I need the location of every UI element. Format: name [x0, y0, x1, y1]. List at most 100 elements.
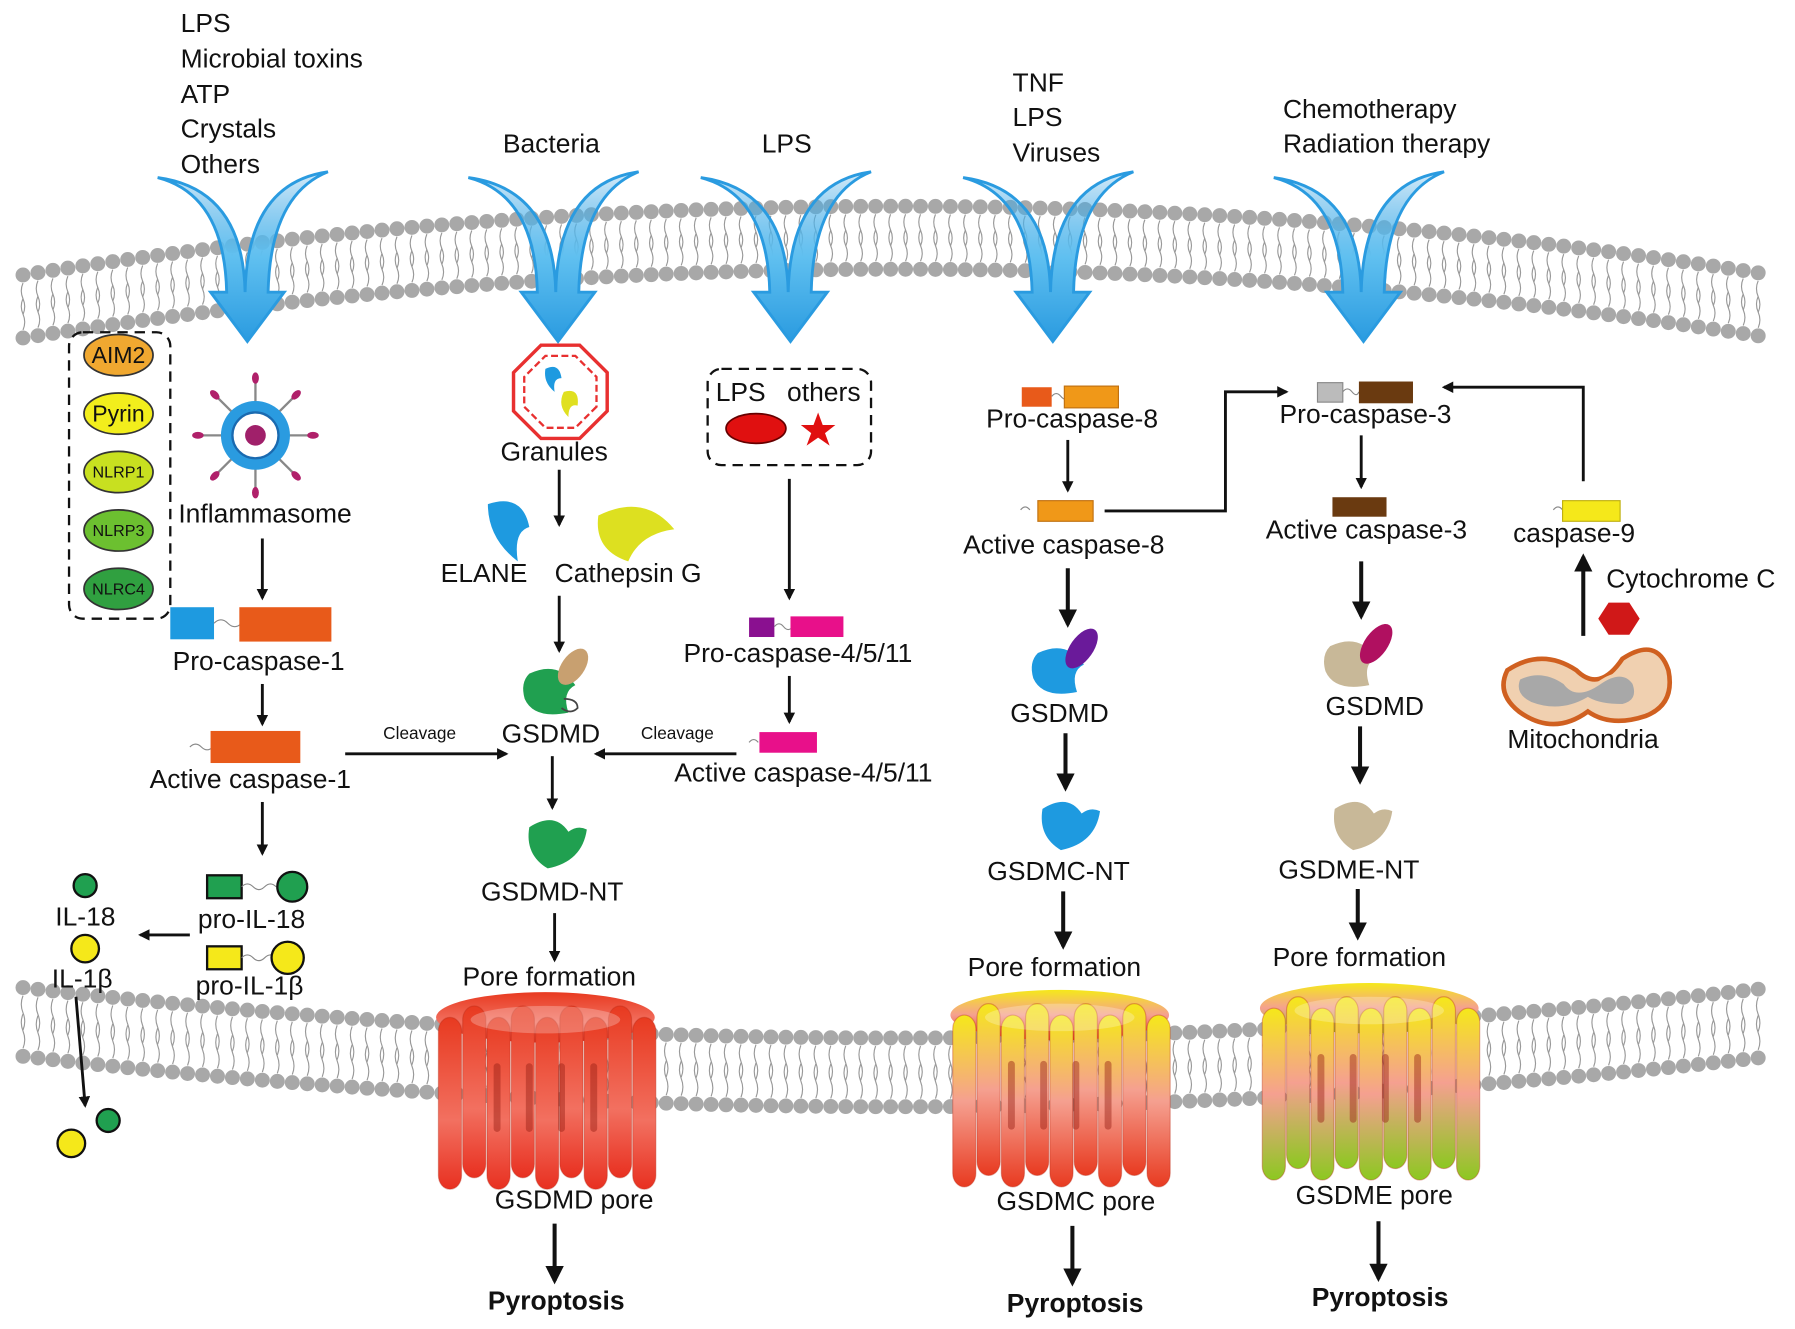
pro-il18-label: pro-IL-18 — [198, 904, 305, 934]
lipid-bilayer — [15, 198, 1766, 346]
sensor-pyrin: Pyrin — [83, 392, 154, 436]
mitochondria-label: Mitochondria — [1507, 724, 1659, 754]
intracellular-lps-label: LPS — [716, 377, 766, 407]
gsdmd-casp8-icon — [1031, 628, 1098, 694]
gsdmd-pore-label: GSDMD pore — [495, 1185, 654, 1215]
released-il1b-icon — [56, 1128, 87, 1159]
stimulus-arrows — [157, 170, 1445, 344]
gsdmc-nt-icon — [1041, 801, 1101, 851]
caspase8-pathway: Pro-caspase-8 Active caspase-8 GSDMD GSD… — [950, 385, 1289, 1318]
cleavage-label-right: Cleavage — [641, 723, 714, 743]
active-casp4-label: Active caspase-4/5/11 — [674, 757, 932, 787]
gsdme-nt-icon — [1333, 801, 1393, 851]
gsdme-pore-icon — [1259, 983, 1481, 1181]
pro-casp8-label: Pro-caspase-8 — [986, 403, 1158, 433]
elane-label: ELANE — [441, 558, 528, 588]
stimulus-viruses: Viruses — [1013, 138, 1101, 168]
sensor-aim2: AIM2 — [83, 333, 154, 377]
il18-icon — [72, 873, 98, 899]
pro-il1b-label: pro-IL-1β — [196, 971, 304, 1001]
gsdmd-pore-formation-label: Pore formation — [463, 961, 636, 991]
stimulus-arrow-icon — [157, 170, 329, 344]
pro-casp3-label: Pro-caspase-3 — [1280, 399, 1452, 429]
gsdmd-casp3-label: GSDMD — [1326, 691, 1424, 721]
intracellular-others-label: others — [787, 377, 861, 407]
pro-casp1-card-domain — [170, 607, 215, 640]
pro-casp4-label: Pro-caspase-4/5/11 — [683, 638, 912, 668]
pyroptosis-label-3: Pyroptosis — [1312, 1282, 1449, 1312]
pro-casp1-body — [239, 607, 332, 642]
stimulus-radiation: Radiation therapy — [1283, 128, 1491, 158]
gsdmd-label: GSDMD — [502, 718, 600, 748]
pro-casp8-shape — [1063, 385, 1119, 409]
stimulus-bacteria: Bacteria — [503, 128, 600, 158]
noncanonical-pathway: LPS others Pro-caspase-4/5/11 Active cas… — [593, 367, 933, 787]
svg-text:NLRP1: NLRP1 — [93, 464, 145, 482]
svg-text:NLRC4: NLRC4 — [92, 581, 145, 599]
active-casp8-shape — [1037, 500, 1094, 522]
stimuli-labels: LPS Microbial toxins ATP Crystals Others… — [181, 8, 1491, 179]
svg-text:Pyrin: Pyrin — [92, 401, 144, 427]
pro-il18-icon — [276, 870, 309, 903]
active-casp8-label: Active caspase-8 — [963, 529, 1164, 559]
gsdmd-full-icon — [523, 648, 589, 715]
lps-icon — [725, 412, 787, 445]
gsdmd-casp3-icon — [1324, 623, 1393, 687]
granules-label: Granules — [501, 437, 608, 467]
cathepsin-g-icon — [597, 506, 675, 562]
gsdme-pore-label: GSDME pore — [1296, 1180, 1453, 1210]
active-casp1-shape — [210, 730, 301, 764]
stimulus-atp: ATP — [181, 79, 230, 109]
gsdmc-pore-label: GSDMC pore — [996, 1186, 1155, 1216]
pro-il1b-icon — [270, 940, 305, 975]
active-casp4-shape — [759, 732, 817, 753]
il18-label: IL-18 — [55, 902, 115, 932]
sensor-nlrc4: NLRC4 — [83, 567, 154, 611]
pro-casp1-label: Pro-caspase-1 — [173, 646, 345, 676]
casp9-label: caspase-9 — [1513, 518, 1635, 548]
casp9-shape — [1561, 500, 1621, 522]
active-casp3-label: Active caspase-3 — [1266, 515, 1467, 545]
released-il18-icon — [95, 1107, 121, 1134]
granules-icon — [511, 343, 609, 441]
stimulus-arrow-icon — [467, 170, 640, 344]
mitochondria-icon — [1501, 647, 1672, 727]
stimulus-others: Others — [181, 149, 260, 179]
stimulus-arrow-icon — [1273, 170, 1445, 344]
stimulus-lps: LPS — [181, 8, 231, 38]
gsdmd-pore-icon — [436, 992, 657, 1190]
pro-casp4-shape — [790, 616, 844, 638]
active-casp1-label: Active caspase-1 — [150, 764, 351, 794]
cytochrome-c-icon — [1598, 602, 1640, 635]
stimulus-microbial-toxins: Microbial toxins — [181, 44, 363, 74]
gsdmd-casp8-label: GSDMD — [1010, 698, 1108, 728]
pyroptosis-label-1: Pyroptosis — [488, 1286, 625, 1316]
gsdmd-nt-label: GSDMD-NT — [481, 877, 624, 907]
gsdme-pore-formation-label: Pore formation — [1273, 942, 1446, 972]
cleavage-label-left: Cleavage — [383, 723, 456, 743]
others-star-icon — [800, 412, 836, 446]
gsdmc-nt-label: GSDMC-NT — [987, 856, 1130, 886]
gsdmd-nt-icon — [528, 820, 587, 869]
stimulus-arrow-icon — [962, 170, 1134, 344]
il1b-label: IL-1β — [52, 964, 113, 994]
gsdmc-pore-formation-label: Pore formation — [968, 952, 1141, 982]
cytochrome-c-label: Cytochrome C — [1606, 564, 1775, 594]
pro-casp3-shape — [1358, 381, 1413, 404]
active-casp3-shape — [1332, 497, 1387, 517]
stimulus-arrow-icon — [700, 170, 872, 344]
sensor-nlrp1: NLRP1 — [83, 450, 154, 494]
stimulus-lps-noncanonical: LPS — [762, 128, 812, 158]
inflammasome-icon — [192, 372, 319, 499]
pyroptosis-label-2: Pyroptosis — [1007, 1288, 1144, 1318]
stimulus-tnf: TNF — [1013, 68, 1064, 98]
stimulus-chemotherapy: Chemotherapy — [1283, 94, 1457, 124]
svg-text:AIM2: AIM2 — [92, 342, 146, 368]
stimulus-crystals: Crystals — [181, 114, 277, 144]
svg-text:NLRP3: NLRP3 — [93, 522, 145, 540]
inflammasome-label: Inflammasome — [178, 498, 351, 528]
gsdmc-pore-icon — [950, 989, 1171, 1188]
cathepsin-g-label: Cathepsin G — [555, 558, 702, 588]
